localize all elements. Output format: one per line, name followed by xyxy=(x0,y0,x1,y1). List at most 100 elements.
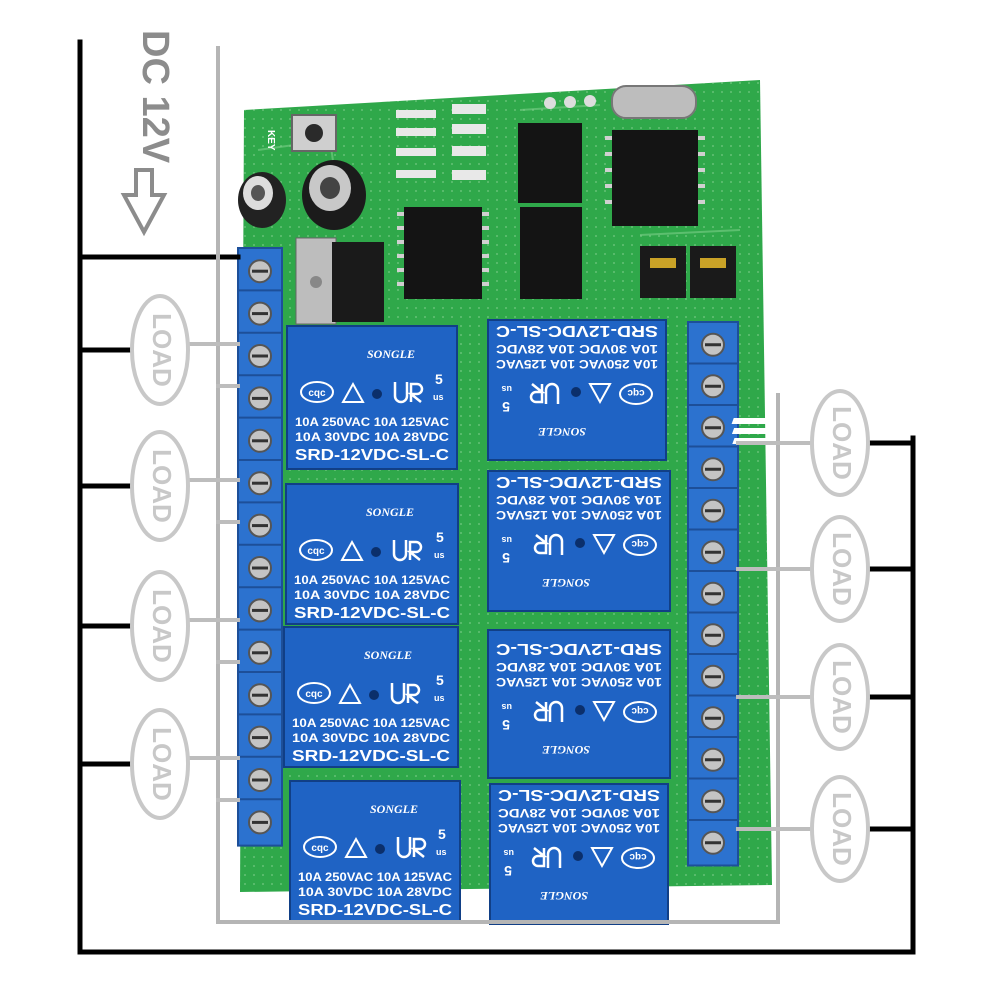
terminal-block-left xyxy=(237,247,283,847)
relay-number-label: 5 xyxy=(502,717,510,733)
relay-rating-ac: 10A 250VAC 10A 125VAC xyxy=(298,872,452,884)
cqc-label: cqc xyxy=(311,843,329,854)
warning-triangle-icon xyxy=(338,682,362,704)
voltage-regulator xyxy=(295,237,384,325)
relay-model-label: SRD-12VDC-SL-C xyxy=(495,640,662,657)
relay-brand-label: SONGLE xyxy=(364,648,412,662)
cqc-label: cqc xyxy=(627,387,645,398)
load-label: LOAD xyxy=(827,532,857,606)
terminal-left-screw xyxy=(238,289,282,326)
relay-us-label: us xyxy=(434,693,445,703)
cqc-mark-icon xyxy=(621,847,655,869)
terminal-right-screw xyxy=(688,321,738,357)
relay-us-label: us xyxy=(503,848,514,858)
relay-number-label: 5 xyxy=(438,826,446,842)
relay-number-label: 5 xyxy=(502,550,510,566)
dc-12v-label: DC 12V xyxy=(134,30,176,164)
warning-triangle-icon xyxy=(588,383,612,405)
push-button xyxy=(291,114,337,152)
relay-indicator-dot xyxy=(575,538,585,548)
terminal-right-screw xyxy=(688,362,738,399)
terminal-left-screw xyxy=(238,459,282,496)
capacitor-right xyxy=(302,160,366,230)
relay-rating-dc: 10A 30VDC 10A 28VDC xyxy=(498,806,660,818)
relay-brand-label: SONGLE xyxy=(366,505,414,519)
terminal-block-right xyxy=(687,321,739,867)
songle-logo-icon xyxy=(731,418,769,444)
terminal-left-screw xyxy=(238,501,282,538)
jumpers xyxy=(640,246,736,298)
load-3: LOAD xyxy=(130,570,190,682)
relay-rating-dc: 10A 30VDC 10A 28VDC xyxy=(298,887,452,899)
load-4: LOAD xyxy=(130,708,190,820)
relay-model-label: SRD-12VDC-SL-C xyxy=(295,447,450,464)
cqc-mark-icon xyxy=(619,383,653,405)
terminal-right-screw xyxy=(688,528,738,565)
terminal-right-housing xyxy=(687,321,739,867)
ur-mark-icon xyxy=(392,540,423,562)
load-1: LOAD xyxy=(130,294,190,406)
ur-mark-icon xyxy=(529,382,560,404)
songle-logo-icon xyxy=(69,643,107,669)
terminal-left-screw xyxy=(238,247,282,284)
terminal-left-screw xyxy=(238,331,282,368)
cqc-label: cqc xyxy=(629,851,647,862)
terminal-right-screw xyxy=(688,777,738,814)
relay-indicator-dot xyxy=(369,690,379,700)
load-7: LOAD xyxy=(810,643,870,751)
warning-triangle-icon xyxy=(344,836,368,858)
relay-rating-ac: 10A 250VAC 10A 125VAC xyxy=(292,718,450,730)
load-label: LOAD xyxy=(827,792,857,866)
relay-model-label: SRD-12VDC-SL-C xyxy=(292,748,451,765)
relay-rating-ac: 10A 250VAC 10A 125VAC xyxy=(496,508,662,520)
relay-rating-ac: 10A 250VAC 10A 125VAC xyxy=(294,575,450,587)
terminal-left-screw xyxy=(238,628,282,665)
relay-rating-dc: 10A 30VDC 10A 28VDC xyxy=(294,590,450,602)
relay-rating-dc: 10A 30VDC 10A 28VDC xyxy=(295,432,449,444)
relay-brand-label: SONGLE xyxy=(538,425,586,439)
songle-logo-icon xyxy=(902,882,940,908)
relay-rating-ac: 10A 250VAC 10A 125VAC xyxy=(295,417,449,429)
relay-us-label: us xyxy=(434,550,445,560)
load-outline xyxy=(130,570,190,682)
ur-mark-icon xyxy=(531,846,562,868)
cqc-label: cqc xyxy=(631,705,649,716)
relay-number-label: 5 xyxy=(436,672,444,688)
warning-triangle-icon xyxy=(340,539,364,561)
cqc-mark-icon xyxy=(299,539,333,561)
load-outline xyxy=(810,775,870,883)
load-outline xyxy=(130,708,190,820)
terminal-left-screw xyxy=(238,543,282,580)
cqc-mark-icon xyxy=(303,836,337,858)
relay-model-label: SRD-12VDC-SL-C xyxy=(495,473,662,490)
relay-number-label: 5 xyxy=(436,529,444,545)
terminal-right-screw xyxy=(688,487,738,523)
relay-brand-label: SONGLE xyxy=(367,347,415,361)
ic-chips xyxy=(397,123,705,299)
cqc-mark-icon xyxy=(300,381,334,403)
indicator-leds xyxy=(396,104,486,180)
dc-arrow-icon xyxy=(120,168,168,237)
relay-brand-label: SONGLE xyxy=(540,889,588,903)
terminal-left-screw xyxy=(238,374,282,411)
wiring xyxy=(77,39,916,955)
terminal-right-screw xyxy=(688,694,738,731)
ur-mark-icon xyxy=(393,382,424,404)
load-label: LOAD xyxy=(827,406,857,480)
terminal-right-screw xyxy=(688,736,738,772)
load-outline xyxy=(810,515,870,623)
relay-model-label: SRD-12VDC-SL-C xyxy=(298,902,453,919)
cqc-mark-icon xyxy=(623,701,657,723)
relay-us-label: us xyxy=(501,535,512,545)
load-8: LOAD xyxy=(810,775,870,883)
load-outline xyxy=(130,294,190,406)
warning-triangle-icon xyxy=(590,847,614,869)
relay-us-label: us xyxy=(501,702,512,712)
warning-triangle-icon xyxy=(341,381,365,403)
relay-indicator-dot xyxy=(375,844,385,854)
